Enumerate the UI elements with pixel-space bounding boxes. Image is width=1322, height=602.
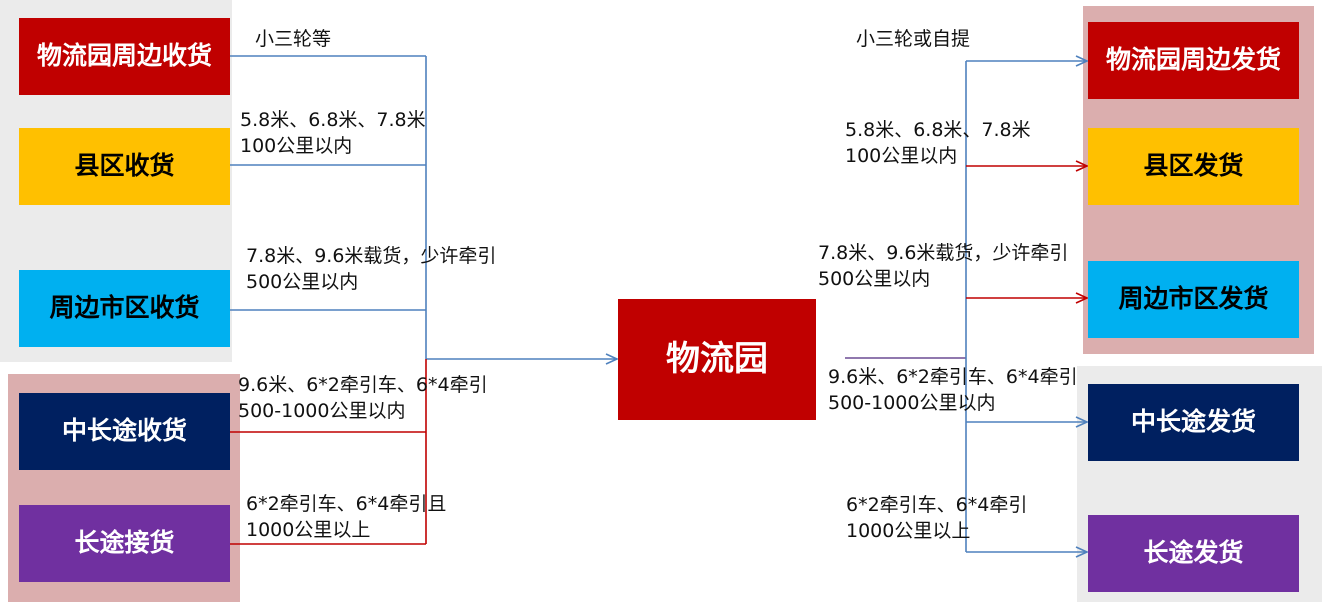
- left-box-midlong-pickup: 中长途收货: [19, 393, 230, 470]
- left-route-label-1: 小三轮等: [255, 26, 331, 52]
- right-route-label-2: 5.8米、6.8米、7.8米 100公里以内: [845, 117, 1031, 169]
- right-route-label-1: 小三轮或自提: [856, 26, 970, 52]
- left-route-label-4-line2: 500-1000公里以内: [238, 400, 406, 422]
- right-red-connectors: [966, 160, 1089, 304]
- right-route-label-4: 9.6米、6*2牵引车、6*4牵引 500-1000公里以内: [828, 364, 1078, 416]
- right-route-label-3: 7.8米、9.6米载货，少许牵引 500公里以内: [818, 240, 1068, 292]
- left-box-county-pickup: 县区收货: [19, 128, 230, 205]
- left-box-midlong-pickup-label: 中长途收货: [61, 416, 187, 446]
- center-box-label: 物流园: [666, 338, 768, 379]
- left-blue-connectors: [230, 55, 619, 365]
- left-route-label-5-line1: 6*2牵引车、6*4牵引且: [246, 493, 447, 515]
- right-box-park-delivery: 物流园周边发货: [1088, 22, 1299, 99]
- right-box-midlong-delivery: 中长途发货: [1088, 384, 1299, 461]
- left-route-label-2-line2: 100公里以内: [240, 135, 353, 157]
- right-route-label-2-line1: 5.8米、6.8米、7.8米: [845, 119, 1031, 141]
- left-route-label-3-line1: 7.8米、9.6米载货，少许牵引: [246, 245, 497, 267]
- left-red-connectors: [230, 359, 427, 545]
- right-box-long-delivery: 长途发货: [1088, 515, 1299, 592]
- right-route-label-4-line2: 500-1000公里以内: [828, 392, 996, 414]
- right-box-park-delivery-label: 物流园周边发货: [1105, 45, 1281, 75]
- center-box-logistics-park: 物流园: [618, 299, 816, 420]
- left-box-city-pickup: 周边市区收货: [19, 270, 230, 347]
- left-route-label-5-line2: 1000公里以上: [246, 519, 371, 541]
- left-route-label-2-line1: 5.8米、6.8米、7.8米: [240, 109, 426, 131]
- left-route-label-3: 7.8米、9.6米载货，少许牵引 500公里以内: [246, 243, 496, 295]
- right-box-county-delivery: 县区发货: [1088, 128, 1299, 205]
- left-route-label-4: 9.6米、6*2牵引车、6*4牵引 500-1000公里以内: [238, 372, 488, 424]
- right-route-label-4-line1: 9.6米、6*2牵引车、6*4牵引: [828, 366, 1078, 388]
- left-route-label-4-line1: 9.6米、6*2牵引车、6*4牵引: [238, 374, 488, 396]
- left-box-city-pickup-label: 周边市区收货: [49, 293, 200, 323]
- right-route-label-3-line2: 500公里以内: [818, 268, 931, 290]
- right-box-city-delivery-label: 周边市区发货: [1118, 284, 1269, 314]
- right-route-label-1-line1: 小三轮或自提: [856, 28, 971, 50]
- left-route-label-1-line1: 小三轮等: [255, 28, 332, 50]
- left-box-park-pickup: 物流园周边收货: [19, 18, 230, 95]
- left-box-long-receive: 长途接货: [19, 505, 230, 582]
- right-route-label-5-line2: 1000公里以上: [846, 520, 971, 542]
- right-blue-connectors: [965, 55, 1089, 558]
- right-box-midlong-delivery-label: 中长途发货: [1130, 407, 1256, 437]
- right-route-label-2-line2: 100公里以内: [845, 145, 958, 167]
- left-box-long-receive-label: 长途接货: [74, 528, 175, 558]
- right-box-long-delivery-label: 长途发货: [1143, 538, 1244, 568]
- left-route-label-2: 5.8米、6.8米、7.8米 100公里以内: [240, 107, 426, 159]
- right-box-city-delivery: 周边市区发货: [1088, 261, 1299, 338]
- right-route-label-3-line1: 7.8米、9.6米载货，少许牵引: [818, 242, 1069, 264]
- left-route-label-5: 6*2牵引车、6*4牵引且 1000公里以上: [246, 491, 446, 543]
- right-route-label-5: 6*2牵引车、6*4牵引 1000公里以上: [846, 492, 1027, 544]
- right-route-label-5-line1: 6*2牵引车、6*4牵引: [846, 494, 1028, 516]
- left-route-label-3-line2: 500公里以内: [246, 271, 359, 293]
- right-box-county-delivery-label: 县区发货: [1143, 151, 1244, 181]
- left-box-park-pickup-label: 物流园周边收货: [36, 41, 212, 71]
- left-box-county-pickup-label: 县区收货: [74, 151, 175, 181]
